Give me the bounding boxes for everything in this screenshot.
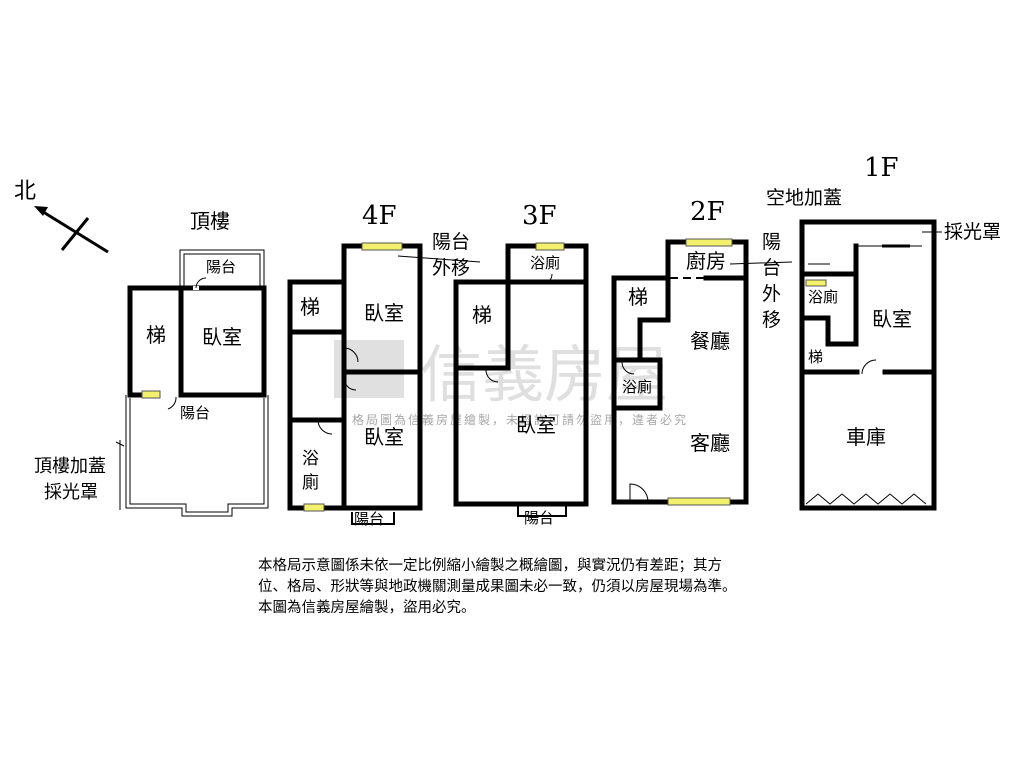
- disclaimer-line3: 本圖為信義房屋繪製，盜用必究。: [258, 600, 476, 616]
- 1f-stairs-label: 梯: [808, 348, 823, 366]
- 1f-bath-label: 浴廁: [808, 288, 838, 306]
- floor-label-1f: 1F: [864, 153, 899, 183]
- 2f-annotation-line3: 外: [762, 283, 781, 305]
- 4f-annotation-line1: 陽台: [432, 231, 470, 253]
- disclaimer: 本格局示意圖係未依一定比例縮小繪製之概繪圖，與實況仍有差距；其方 位、格局、形狀…: [258, 556, 898, 619]
- floor-label-roof: 頂樓: [190, 209, 230, 233]
- 1f-garage-label: 車庫: [846, 425, 886, 449]
- 3f-stairs-label: 梯: [472, 303, 492, 327]
- roof-balcony-top-label: 陽台: [206, 258, 236, 276]
- floor-4f: 4F 梯 臥室 臥室 浴 廁 陽台 陽台 外移: [287, 201, 481, 528]
- roof-annotation-line1: 頂樓加蓋: [34, 456, 106, 477]
- 1f-annotation-open-space: 空地加蓋: [766, 187, 842, 209]
- floor-1f: 1F 浴廁 臥室 梯 車庫 空地加蓋 採光罩: [766, 153, 1001, 511]
- 2f-stairs-label: 梯: [628, 285, 648, 309]
- disclaimer-line2: 位、格局、形狀等與地政機關測量成果圖未必一致，仍須以房屋現場為準。: [258, 579, 737, 595]
- 2f-annotation-line2: 台: [762, 257, 781, 279]
- 2f-living-label: 客廳: [690, 431, 730, 455]
- floor-2f: 2F 廚房 梯 餐廳 浴廁 客廳 陽 台 外 移: [611, 197, 793, 506]
- floor-label-4f: 4F: [362, 201, 397, 231]
- 2f-annotation-line4: 移: [762, 309, 781, 331]
- 4f-balcony-label: 陽台: [354, 510, 384, 528]
- roof-annotation-line2: 採光罩: [44, 482, 98, 503]
- 3f-balcony-label: 陽台: [524, 509, 554, 527]
- 1f-annotation-skylight: 採光罩: [944, 221, 1001, 243]
- roof-balcony-mid-label: 陽台: [180, 404, 210, 422]
- 3f-bedroom-label: 臥室: [516, 413, 556, 437]
- watermark-logo-icon: [334, 340, 404, 398]
- north-label: 北: [14, 179, 36, 204]
- 1f-bedroom-label: 臥室: [872, 307, 912, 331]
- floor-roof: 頂樓 陽台 梯 臥室 陽台 頂樓加蓋 採光罩: [34, 209, 269, 517]
- compass: 北: [14, 179, 109, 254]
- 4f-bath-line1: 浴: [302, 449, 319, 469]
- 2f-dining-label: 餐廳: [690, 329, 730, 353]
- roof-bedroom-label: 臥室: [202, 325, 242, 349]
- 2f-annotation-line1: 陽: [762, 231, 781, 253]
- floor-label-3f: 3F: [522, 201, 557, 231]
- 4f-bedroom-lower-label: 臥室: [364, 425, 404, 449]
- 2f-bath-label: 浴廁: [622, 378, 652, 396]
- 2f-kitchen-label: 廚房: [686, 249, 726, 273]
- 3f-bath-label: 浴廁: [530, 254, 560, 272]
- roof-stairs-label: 梯: [146, 323, 166, 347]
- 4f-annotation-line2: 外移: [432, 257, 470, 279]
- disclaimer-line1: 本格局示意圖係未依一定比例縮小繪製之概繪圖，與實況仍有差距；其方: [258, 558, 722, 574]
- 4f-stairs-label: 梯: [300, 295, 320, 319]
- floor-3f: 3F 浴廁 梯 臥室 陽台: [453, 201, 589, 527]
- 4f-bath-line2: 廁: [302, 472, 319, 493]
- watermark-brand: 信義房屋: [420, 338, 668, 411]
- watermark-notice: 格局圖為信義房屋繪製，未經許可請勿盜用，違者必究: [352, 412, 688, 427]
- 4f-bedroom-upper-label: 臥室: [364, 301, 404, 325]
- watermark: 信義房屋 格局圖為信義房屋繪製，未經許可請勿盜用，違者必究: [334, 338, 688, 427]
- floor-label-2f: 2F: [690, 197, 725, 227]
